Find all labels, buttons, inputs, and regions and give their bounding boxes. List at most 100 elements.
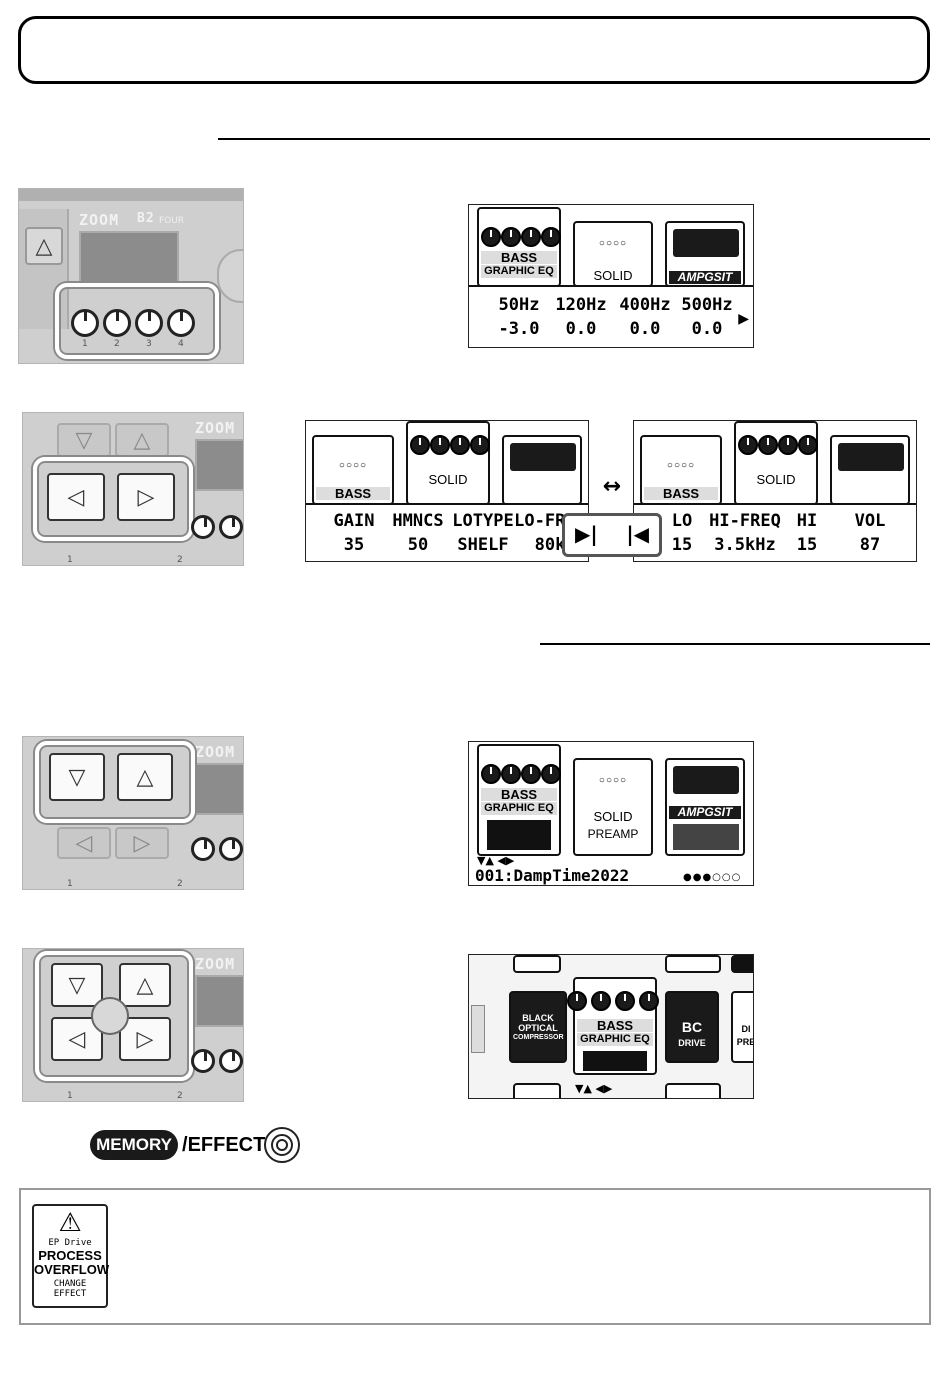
page-right-icon: ▶: [738, 311, 749, 327]
effect-text: EFFECT: [187, 1134, 266, 1156]
right-arrow-button[interactable]: ▷: [117, 473, 175, 521]
pedal-label: BC: [681, 1019, 703, 1035]
pedal-partial: [665, 955, 721, 973]
pedal-knob-icon: [615, 991, 635, 1011]
knob-1[interactable]: [71, 309, 99, 337]
pedal-bc-drive[interactable]: BC DRIVE: [665, 991, 719, 1063]
pedal-label: DRIVE: [678, 1038, 706, 1048]
pedal-partial: [513, 1083, 561, 1098]
warning-effect-name: EP Drive: [48, 1238, 92, 1248]
device-photo-up-down: ZOOM ▽ △ ◁ ▷ 1 2: [22, 736, 244, 890]
param-name: LOTYPE: [452, 511, 514, 531]
pedal-label: SOLID: [428, 472, 468, 487]
pedal-label: BLACK: [522, 1013, 554, 1023]
pedal-label: AMPGSIT: [669, 271, 741, 284]
pedal-knob-icon: [521, 227, 541, 247]
knob-highlight: [55, 283, 219, 359]
up-arrow-icon: △: [25, 227, 63, 265]
footswitch-icon: [264, 1127, 300, 1163]
memory-badge: MEMORY: [90, 1130, 178, 1160]
param-name: GAIN: [333, 511, 375, 531]
pedal-bass-graphic-eq[interactable]: BASS GRAPHIC EQ: [477, 744, 561, 856]
pedal-amp[interactable]: AMPGSIT: [665, 221, 745, 287]
pedal-black-optical-compressor[interactable]: BLACK OPTICAL COMPRESSOR: [509, 991, 567, 1063]
pedal-dots-icon: ○○○○: [598, 775, 628, 786]
pedal-amp[interactable]: AMPGSIT: [665, 758, 745, 856]
pedal-label: BASS: [644, 487, 718, 500]
knob-2[interactable]: [219, 515, 243, 539]
knob-2[interactable]: [219, 837, 243, 861]
param-name: 120Hz: [555, 295, 607, 315]
knob-1[interactable]: [191, 515, 215, 539]
button-highlight: [35, 741, 195, 823]
bottom-number: 1: [67, 1091, 73, 1101]
right-arrow-button[interactable]: ▷: [119, 1017, 171, 1061]
pedal-bass[interactable]: ○○○○ BASS: [312, 435, 394, 505]
knob-number-2: 2: [114, 339, 120, 349]
param-value: 15: [796, 535, 818, 555]
pedal-dots-icon: ○○○○: [338, 460, 368, 471]
knob-2[interactable]: [219, 1049, 243, 1073]
pedal-solid[interactable]: ○○○○ SOLID: [573, 221, 653, 287]
pedal-label: SOLID: [593, 809, 633, 824]
knob-2[interactable]: [103, 309, 131, 337]
device-photo-all-arrows: ZOOM ▽ △ ◁ ▷ 1 2: [22, 948, 244, 1102]
warning-message-line1: PROCESS: [38, 1248, 102, 1263]
param-value: 15: [671, 535, 693, 555]
pedal-bass[interactable]: ○○○○ BASS: [640, 435, 722, 505]
bottom-number: 2: [177, 1091, 183, 1101]
amp-cabinet-icon: [673, 824, 739, 850]
param-bar: LO 15 HI-FREQ 3.5kHz HI 15 VOL 87: [634, 503, 916, 561]
pedal-solid-preamp[interactable]: ○○○○ SOLID PREAMP: [573, 758, 653, 856]
brand-logo: ZOOM: [195, 419, 236, 437]
pedal-knob-icon: [521, 764, 541, 784]
up-arrow-button[interactable]: △: [119, 963, 171, 1007]
pedal-bass-graphic-eq[interactable]: BASS GRAPHIC EQ: [477, 207, 561, 287]
param-value: 87: [859, 535, 881, 555]
pedal-amp[interactable]: [502, 435, 582, 505]
pedal-knob-icon: [798, 435, 818, 455]
param-name: 400Hz: [619, 295, 671, 315]
pedal-knob-icon: [481, 764, 501, 784]
knob-1[interactable]: [191, 1049, 215, 1073]
param-bar: GAIN 35 HMNCS 50 LOTYPE SHELF LO-FREQ 80…: [306, 503, 588, 561]
up-arrow-button[interactable]: △: [117, 753, 173, 801]
pedal-knob-icon: [738, 435, 758, 455]
scroll-indicator[interactable]: [471, 1005, 485, 1053]
model-name: B2: [137, 211, 155, 226]
pedal-label: COMPRESSOR: [513, 1034, 564, 1041]
pedal-knob-icon: [541, 764, 561, 784]
pedal-di-preamp[interactable]: DI PRE: [731, 991, 753, 1063]
pedal-partial: [665, 1083, 721, 1098]
device-lcd: [195, 439, 243, 491]
footswitch-icon: [487, 820, 551, 850]
knob-1[interactable]: [191, 837, 215, 861]
knob-4[interactable]: [167, 309, 195, 337]
left-arrow-button[interactable]: ◁: [47, 473, 105, 521]
pedal-solid[interactable]: SOLID: [406, 421, 490, 505]
center-button[interactable]: [91, 997, 129, 1035]
pedal-bass-graphic-eq[interactable]: BASS GRAPHIC EQ: [567, 977, 659, 1075]
device-lcd: [195, 975, 243, 1027]
pedal-knob-icon: [430, 435, 450, 455]
bottom-number: 1: [67, 555, 73, 565]
pedal-knob-icon: [758, 435, 778, 455]
knob-3[interactable]: [135, 309, 163, 337]
pedal-label: GRAPHIC EQ: [577, 1033, 653, 1046]
param-value: 35: [343, 535, 365, 555]
param-value: 3.5kHz: [714, 535, 776, 555]
pedal-knob-icon: [591, 991, 611, 1011]
brand-logo: ZOOM: [195, 743, 236, 761]
down-arrow-button[interactable]: ▽: [51, 963, 103, 1007]
pedal-amp[interactable]: [830, 435, 910, 505]
pedal-knob-icon: [778, 435, 798, 455]
pedal-label: AMPGSIT: [669, 806, 741, 819]
param-value: 80k: [534, 535, 566, 555]
pedal-solid[interactable]: SOLID: [734, 421, 818, 505]
warning-hint-line2: EFFECT: [53, 1289, 87, 1299]
down-arrow-button[interactable]: ▽: [49, 753, 105, 801]
knob-number-1: 1: [82, 339, 88, 349]
param-value: 0.0: [565, 319, 597, 339]
page-next-icon[interactable]: ▶|: [575, 522, 598, 546]
page-prev-icon[interactable]: |◀: [626, 522, 649, 546]
